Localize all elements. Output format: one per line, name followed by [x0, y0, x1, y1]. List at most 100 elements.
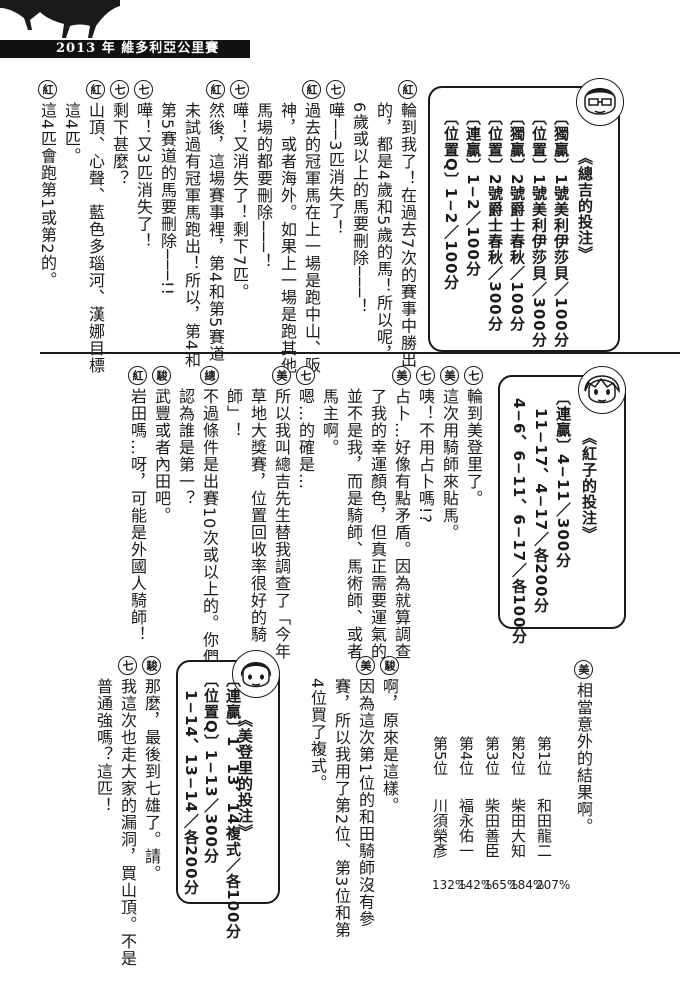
meidengli-bet-line: 〔連贏〕1、13、14複式／各100分 [224, 672, 242, 940]
speaker-badge: 紅 [128, 366, 147, 385]
zongji-bet-line: 〔連贏〕1−2／100分 [464, 110, 482, 277]
speaker-badge: 美 [356, 656, 375, 675]
dialogue-line: 紅岩田嗎…呀，可能是外國人騎師！ [126, 366, 148, 643]
dialogue-line: 4位買了複式。 [308, 678, 327, 792]
zongji-bet-line: 〔獨贏〕1號美利伊莎貝／100分 [552, 110, 570, 348]
ranking-rate: 207% [536, 878, 571, 892]
dialogue-line: 七輪到美登里了。 [462, 366, 484, 507]
speaker-badge: 駿 [152, 366, 171, 385]
speaker-badge: 七 [118, 656, 137, 675]
speaker-badge: 七 [230, 80, 249, 99]
speaker-badge: 紅 [302, 80, 321, 99]
ranking-rate: 184% [510, 878, 545, 892]
dialogue-line: 駿那麼，最後到七雄了。請。 [140, 656, 162, 882]
dialogue-line: 總不過條件是出賽10次或以上的。你們 [198, 366, 220, 665]
dialogue-block-4: 駿那麼，最後到七雄了。請。 七我這次也走大家的漏洞，買山頂。不是 普通強嗎？這匹… [94, 656, 162, 967]
ranking-position: 第5位 [431, 736, 449, 776]
dialogue-line: 普通強嗎？這匹！ [94, 678, 113, 814]
meidengli-bet-title: 《美登里的投注》 [236, 712, 254, 840]
dialogue-line: 並不是我，而是騎師、馬術師、或者 [344, 388, 363, 660]
ranking-jockey: 福永佑一 [457, 798, 475, 858]
speaker-badge: 七 [296, 366, 315, 385]
dialogue-line: 七咦！不用占卜嗎!? [414, 366, 436, 524]
speaker-badge: 七 [464, 366, 483, 385]
dialogue-line: 紅過去的冠軍馬在上一場是跑中山、阪 [300, 80, 322, 374]
horse-silhouette-icon [0, 0, 120, 38]
hongzi-bet-line: 11−17、4−17／各200分 [532, 408, 550, 614]
ranking-table: 第1位 和田龍二 207% 第2位 柴田大知 184% 第3位 柴田善臣 165… [420, 736, 571, 936]
dialogue-line: 未試過有冠軍馬跑出！所以，第4和 [182, 102, 201, 369]
dialogue-line: 美占卜…好像有點矛盾。因為就算調查 [390, 366, 412, 660]
dialogue-line: 七嗯…的確是… [294, 366, 316, 490]
dialogue-line: 七嘩──3匹消失了！ [324, 80, 346, 236]
dialogue-line: 七剩下甚麼？ [108, 80, 130, 187]
speaker-badge: 紅 [206, 80, 225, 99]
dialogue-line: 七嘩！又3匹消失了！ [132, 80, 154, 249]
speaker-badge: 美 [440, 366, 459, 385]
ranking-jockey: 柴田大知 [509, 798, 527, 858]
dialogue-line: 6歲或以上的馬要刪除───！ [350, 102, 369, 316]
dialogue-line: 了我的幸運顏色，但真正需要運氣的 [368, 388, 387, 660]
ranking-position: 第2位 [509, 736, 527, 776]
dialogue-block-3: 駿啊，原來是這樣。 美因為這次第1位的和田騎師沒有參 賽，所以我用了第2位、第3… [290, 656, 400, 956]
hongzi-avatar [578, 366, 626, 414]
dialogue-line: 這4匹。 [62, 102, 81, 165]
speaker-badge: 美 [574, 660, 593, 679]
dialogue-line: 紅山頂、心聲、藍色多瑙河、漢娜目標 [84, 80, 106, 374]
dialogue-line: 認為誰是第一？ [176, 388, 195, 507]
dialogue-block-2: 七輪到美登里了。 美這次用騎師來貼馬。 七咦！不用占卜嗎!? 美占卜…好像有點矛… [112, 366, 484, 665]
dialogue-line: 七我這次也走大家的漏洞，買山頂。不是 [116, 656, 138, 967]
dialogue-line: 的，都是4歲和5歲的馬！所以呢， [374, 102, 393, 363]
dialogue-line: 神，或者海外。如果上一場是跑其他 [278, 102, 297, 374]
zongji-avatar [576, 78, 624, 126]
ranking-jockey: 柴田善臣 [483, 798, 501, 858]
dialogue-line: 紅輪到我了！在過去7次的賽事中勝出 [396, 80, 418, 368]
dialogue-line: 駿啊，原來是這樣。 [378, 656, 400, 814]
zongji-bet-line: 〔位置〕2號爵士春秋／300分 [486, 110, 504, 332]
page-header-title: 2013 年 維多利亞公里賽 [56, 41, 220, 56]
ranking-jockey: 和田龍二 [535, 798, 553, 858]
dialogue-line: 師」！ [224, 388, 243, 439]
dialogue-block-1: 紅輪到我了！在過去7次的賽事中勝出 的，都是4歲和5歲的馬！所以呢， 6歲或以上… [34, 80, 418, 374]
dialogue-line: 紅然後，這場賽事裡，第4和第5賽道 [204, 80, 226, 362]
ranking-position: 第3位 [483, 736, 501, 776]
ranking-rate: 132% [432, 878, 467, 892]
dialogue-line: 七嘩！又消失了！剩下7匹。 [228, 80, 250, 300]
speaker-badge: 七 [416, 366, 435, 385]
speaker-badge: 紅 [86, 80, 105, 99]
zongji-bet-line: 〔位置〕1號美利伊莎貝／300分 [530, 110, 548, 348]
speaker-badge: 駿 [380, 656, 399, 675]
dialogue-line: 馬主啊。 [320, 388, 339, 456]
zongji-bet-box [428, 86, 620, 352]
speaker-badge: 紅 [398, 80, 417, 99]
meidengli-avatar [232, 650, 280, 698]
speaker-badge: 七 [326, 80, 345, 99]
section-divider [40, 352, 680, 354]
meidengli-bet-line: 〔位置Q〕1−13／300分 [202, 672, 220, 864]
ranking-rate: 142% [458, 878, 493, 892]
dialogue-line: 第5賽道的馬要刪除───!! [158, 102, 177, 296]
zongji-bet-line: 〔獨贏〕2號爵士春秋／100分 [508, 110, 526, 332]
dialogue-line: 紅這4匹會跑第1或第2的。 [36, 80, 58, 289]
dialogue-line: 美因為這次第1位的和田騎師沒有參 [354, 656, 376, 927]
speaker-badge: 七 [134, 80, 153, 99]
dialogue-line: 美這次用騎師來貼馬。 [438, 366, 460, 541]
dialogue-line: 美相當意外的結果啊。 [572, 660, 594, 835]
zongji-bet-title: 《總吉的投注》 [576, 150, 594, 262]
dialogue-line: 賽，所以我用了第2位、第3位和第 [332, 678, 351, 939]
hongzi-bet-title: 《紅子的投注》 [580, 430, 598, 542]
ranking-jockey: 川須榮彥 [431, 798, 449, 858]
ranking-position: 第4位 [457, 736, 475, 776]
speaker-badge: 七 [110, 80, 129, 99]
ranking-position: 第1位 [535, 736, 553, 776]
hongzi-bet-box [498, 375, 626, 629]
dialogue-line: 美所以我叫總吉先生替我調查了「今年 [270, 366, 292, 660]
dialogue-line: 馬場的都要刪除───！ [254, 102, 273, 270]
dialogue-line: 駿武豐或者內田吧。 [150, 366, 172, 524]
meidengli-bet-line: 1−14、13−14／各200分 [182, 690, 200, 896]
speaker-badge: 總 [200, 366, 219, 385]
meidengli-bet-box [176, 660, 280, 904]
hongzi-bet-line: 4−6、6−11、6−17／各100分 [510, 398, 528, 645]
hongzi-bet-line: 〔連贏〕4−11／300分 [554, 390, 572, 569]
speaker-badge: 美 [392, 366, 411, 385]
